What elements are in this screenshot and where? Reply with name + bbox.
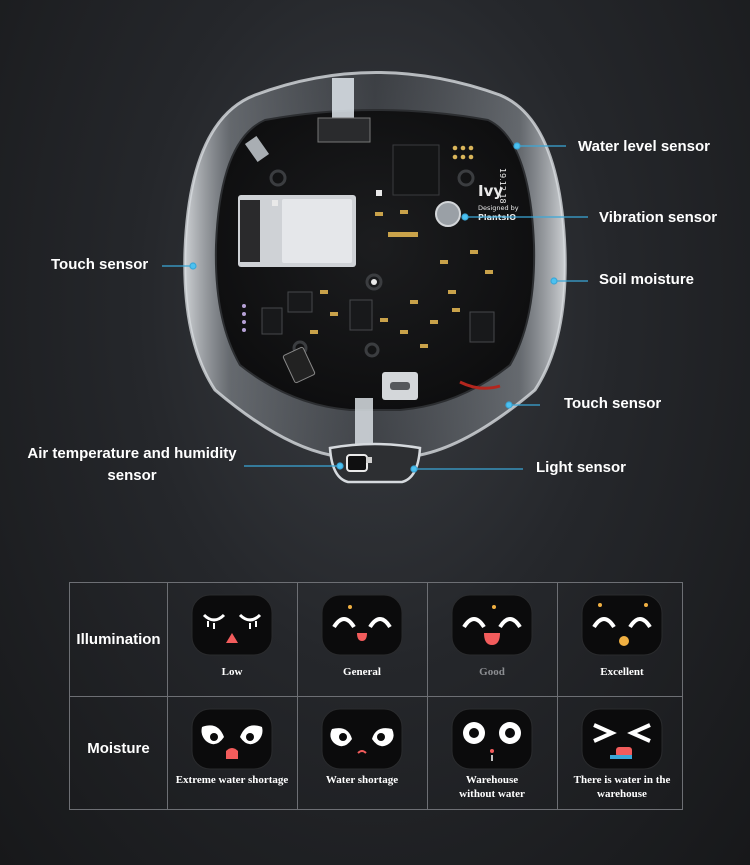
caption-extreme-water-shortage: Extreme water shortage	[175, 774, 289, 786]
caption-water-in-warehouse: There is water in the warehouse	[573, 774, 671, 800]
status-table: Illumination Moisture Low General	[69, 582, 683, 810]
content-face-icon	[321, 594, 403, 656]
sleepy-face-icon	[191, 594, 273, 656]
moisture-no-water-cell: Warehouse without water	[427, 707, 557, 801]
moisture-extreme-shortage-cell: Extreme water shortage	[167, 707, 297, 787]
moisture-water-present-cell: There is water in the warehouse	[557, 707, 687, 801]
sad-face-icon	[321, 708, 403, 770]
vibration-motor	[435, 201, 461, 227]
board-brand: Ivy	[478, 182, 503, 200]
crying-face-icon	[191, 708, 273, 770]
row-header-moisture: Moisture	[87, 740, 150, 757]
caption-good: Good	[479, 666, 505, 678]
light-sensor	[346, 454, 368, 472]
caption-low: Low	[221, 666, 243, 678]
illumination-general-cell: General	[297, 593, 427, 679]
air-temp-humidity-label: Air temperature and humidity sensor	[14, 443, 250, 487]
water-level-sensor-label: Water level sensor	[578, 138, 711, 155]
mcu-chip	[392, 144, 440, 196]
illumination-excellent-cell: Excellent	[557, 593, 687, 679]
board-date: 19.12.18	[498, 168, 507, 204]
caption-warehouse-without-water: Warehouse without water	[459, 774, 525, 800]
device-illustration: Ivy Designed by PlantsIO 19.12.18	[162, 71, 588, 484]
squint-face-icon	[581, 708, 663, 770]
illumination-good-cell: Good	[427, 593, 557, 679]
vibration-sensor-label: Vibration sensor	[599, 209, 718, 226]
ribbon-cable	[332, 78, 354, 128]
air-temp-line-1: Air temperature and humidity	[27, 445, 237, 462]
surprised-face-icon	[451, 708, 533, 770]
touch-sensor-right-label: Touch sensor	[564, 395, 662, 412]
illumination-low-cell: Low	[167, 593, 297, 679]
caption-water-shortage: Water shortage	[325, 774, 399, 786]
light-sensor-housing	[328, 442, 422, 484]
caption-general: General	[343, 666, 381, 678]
touch-sensor-left-label: Touch sensor	[51, 256, 149, 273]
air-temp-line-2: sensor	[107, 467, 157, 484]
caption-excellent: Excellent	[600, 666, 644, 678]
grid-divider	[70, 696, 682, 697]
board-designed-by: Designed by	[478, 204, 519, 212]
soil-moisture-label: Soil moisture	[599, 271, 695, 288]
light-sensor-label: Light sensor	[536, 459, 627, 476]
moisture-shortage-cell: Water shortage	[297, 707, 427, 787]
delighted-face-icon	[581, 594, 663, 656]
happy-face-icon	[451, 594, 533, 656]
row-header-illumination: Illumination	[76, 631, 161, 648]
circuit-board	[214, 109, 536, 411]
